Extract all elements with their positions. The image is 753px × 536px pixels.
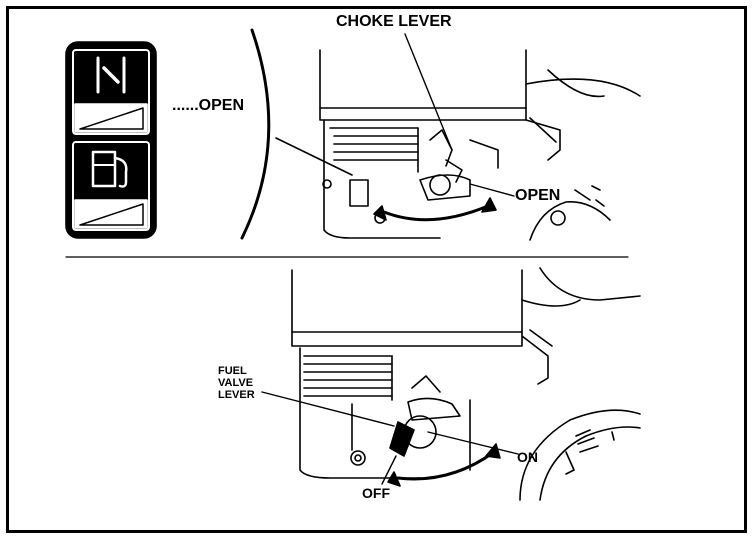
choke-open-legend-label: ......OPEN [172,97,245,114]
svg-text:ON: ON [400,443,409,449]
fuel-valve-lever-label: FUEL VALVE LEVER [218,365,255,401]
fuel-pump-icon [72,141,150,231]
fuel-valve-label-line3: LEVER [218,389,255,401]
choke-open-position-label: OPEN [515,187,561,204]
fuel-valve-label-line2: VALVE [218,377,254,389]
bottom-engine-drawing: ON [261,267,641,501]
fuel-on-position-label: ON [517,449,538,465]
bracket-curve [240,28,271,240]
top-engine-drawing [319,33,641,241]
choke-open-icon [72,49,150,135]
fuel-off-position-label: OFF [362,485,390,501]
fuel-valve-label-line1: FUEL [218,365,247,377]
choke-lever-label: CHOKE LEVER [336,13,452,30]
icon-panel [65,41,157,239]
